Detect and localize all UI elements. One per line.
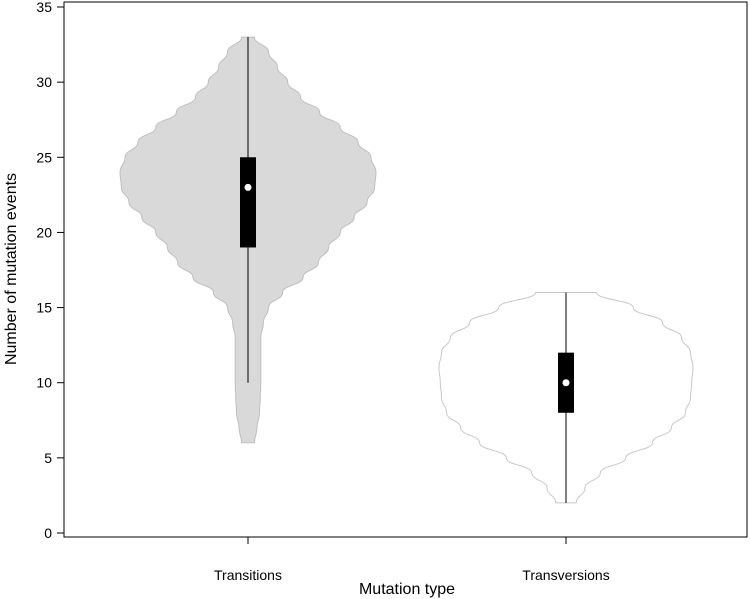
violins [119,36,694,504]
x-axis: Transitions Transversions [214,537,610,583]
median-point [244,183,252,191]
x-tick-label: Transversions [522,567,609,583]
y-tick-label: 25 [36,149,52,165]
y-axis-title: Number of mutation events [3,173,20,365]
y-tick-label: 15 [36,300,52,316]
y-tick-label: 30 [36,74,52,90]
y-axis: 0 5 10 15 20 25 30 35 [36,0,64,541]
x-axis-title: Mutation type [359,581,455,598]
y-tick-label: 10 [36,375,52,391]
y-tick-label: 35 [36,0,52,15]
iqr-box [240,157,256,248]
y-tick-label: 20 [36,224,52,240]
plot-frame [63,1,748,538]
y-tick-label: 0 [44,525,52,541]
x-tick-label: Transitions [214,567,282,583]
median-point [562,379,570,387]
y-tick-label: 5 [44,450,52,466]
